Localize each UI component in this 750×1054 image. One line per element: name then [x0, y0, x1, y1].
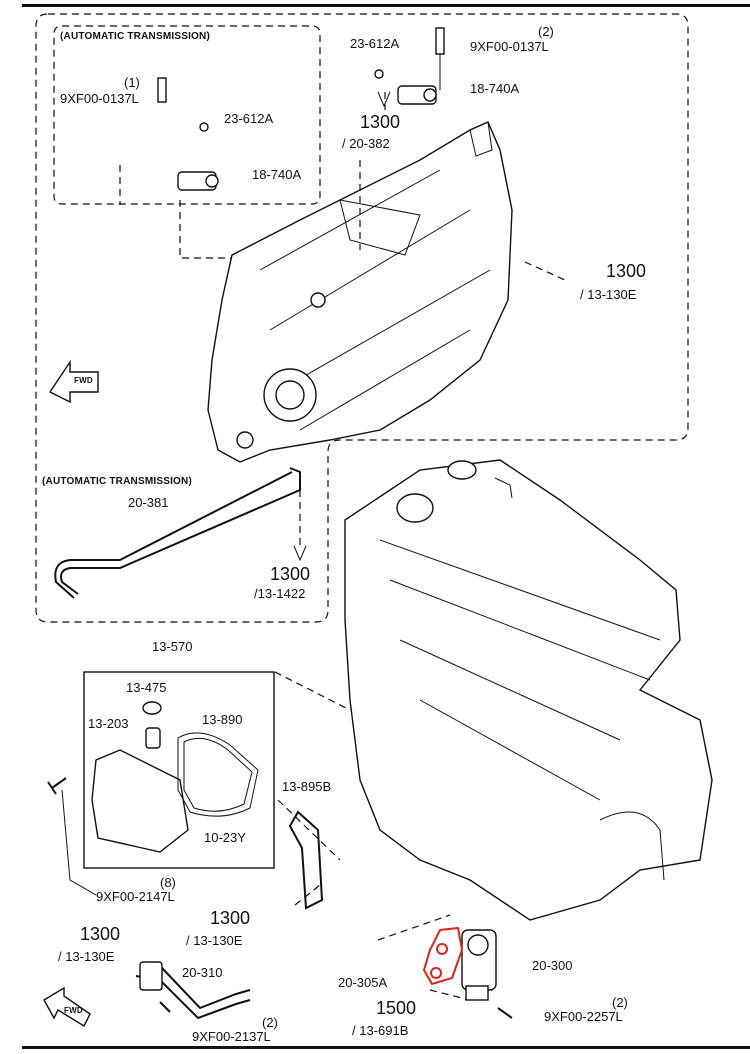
label-1300-c-sub: /13-1422 — [254, 586, 306, 601]
leader-13-895b — [294, 884, 321, 906]
leader-1300-b — [524, 261, 566, 281]
fwd-arrow-bottom — [43, 986, 91, 1027]
label-qty-1: (1) — [124, 75, 140, 90]
label-9xf00-2147l: 9XF00-2147L — [96, 889, 175, 904]
label-1300-d-sub: / 13-130E — [186, 933, 243, 948]
label-9xf00-0137l-left: 9XF00-0137L — [60, 91, 139, 106]
label-20-310: 20-310 — [182, 965, 223, 980]
label-qty-2-top: (2) — [538, 24, 554, 39]
label-qty-2-c: (2) — [612, 995, 628, 1010]
label-18-740a-left: 18-740A — [252, 167, 302, 182]
label-1500: 1500 — [376, 998, 417, 1018]
oil-separator — [91, 701, 259, 853]
engine-block — [344, 459, 713, 921]
label-9xf00-0137l-top: 9XF00-0137L — [470, 39, 549, 54]
hose-13-895b — [288, 810, 324, 910]
label-13-475: 13-475 — [126, 680, 167, 695]
label-20-305a: 20-305A — [338, 975, 388, 990]
leader-arrow-20-381 — [293, 545, 307, 562]
sensor-18-740a-top — [374, 27, 445, 105]
label-10-23y: 10-23Y — [204, 830, 246, 845]
hose-20-381 — [54, 467, 301, 599]
bolt-9xf00-2137l — [159, 1001, 171, 1013]
label-13-890: 13-890 — [202, 712, 243, 727]
label-qty-2-b: (2) — [262, 1015, 278, 1030]
pipe-flange — [139, 961, 163, 991]
label-13-895b: 13-895B — [282, 779, 332, 794]
label-20-381: 20-381 — [128, 495, 169, 510]
label-at-top: (AUTOMATIC TRANSMISSION) — [60, 31, 210, 42]
leader-top-sensor — [359, 92, 386, 250]
egr-valve-20-300 — [461, 929, 513, 1019]
sensor-18-740a-left — [157, 77, 219, 191]
top-border — [22, 4, 750, 7]
bottom-border — [22, 1046, 750, 1049]
label-1300-e-sub: / 13-130E — [58, 949, 115, 964]
gasket-20-305a — [422, 926, 464, 986]
leader-bolt-8 — [61, 789, 97, 896]
label-20-300: 20-300 — [532, 958, 573, 973]
label-23-612a-top: 23-612A — [350, 36, 400, 51]
label-23-612a-left: 23-612A — [224, 111, 274, 126]
leader-20-300 — [377, 914, 471, 1001]
leader-at-box — [119, 165, 232, 259]
label-1300-a-sub: / 20-382 — [342, 136, 390, 151]
label-1300-b-sub: / 13-130E — [580, 287, 637, 302]
leader-13-570 — [274, 671, 351, 861]
intake-group-boundary — [35, 13, 689, 623]
label-at-mid: (AUTOMATIC TRANSMISSION) — [42, 476, 192, 487]
label-1500-sub: / 13-691B — [352, 1023, 409, 1038]
label-1300-e: 1300 — [80, 924, 121, 944]
label-18-740a-top: 18-740A — [470, 81, 520, 96]
fwd-label-top: FWD — [74, 376, 93, 385]
label-1300-a: 1300 — [360, 112, 401, 132]
leader-1300-a — [377, 91, 391, 108]
at-box-boundary — [53, 25, 321, 205]
oil-separator-box — [83, 671, 275, 869]
fwd-label-bottom: FWD — [64, 1006, 83, 1015]
label-9xf00-2257l: 9XF00-2257L — [544, 1009, 623, 1024]
label-1300-b: 1300 — [606, 261, 647, 281]
label-qty-8: (8) — [160, 875, 176, 890]
intake-manifold — [207, 121, 513, 463]
label-13-570: 13-570 — [152, 639, 193, 654]
label-1300-d: 1300 — [210, 908, 251, 928]
label-1300-c: 1300 — [270, 564, 311, 584]
fwd-arrow-top — [48, 359, 99, 404]
bolt-9xf00-2147l — [47, 777, 67, 795]
label-13-203: 13-203 — [88, 716, 129, 731]
label-9xf00-2137l: 9XF00-2137L — [192, 1029, 271, 1044]
